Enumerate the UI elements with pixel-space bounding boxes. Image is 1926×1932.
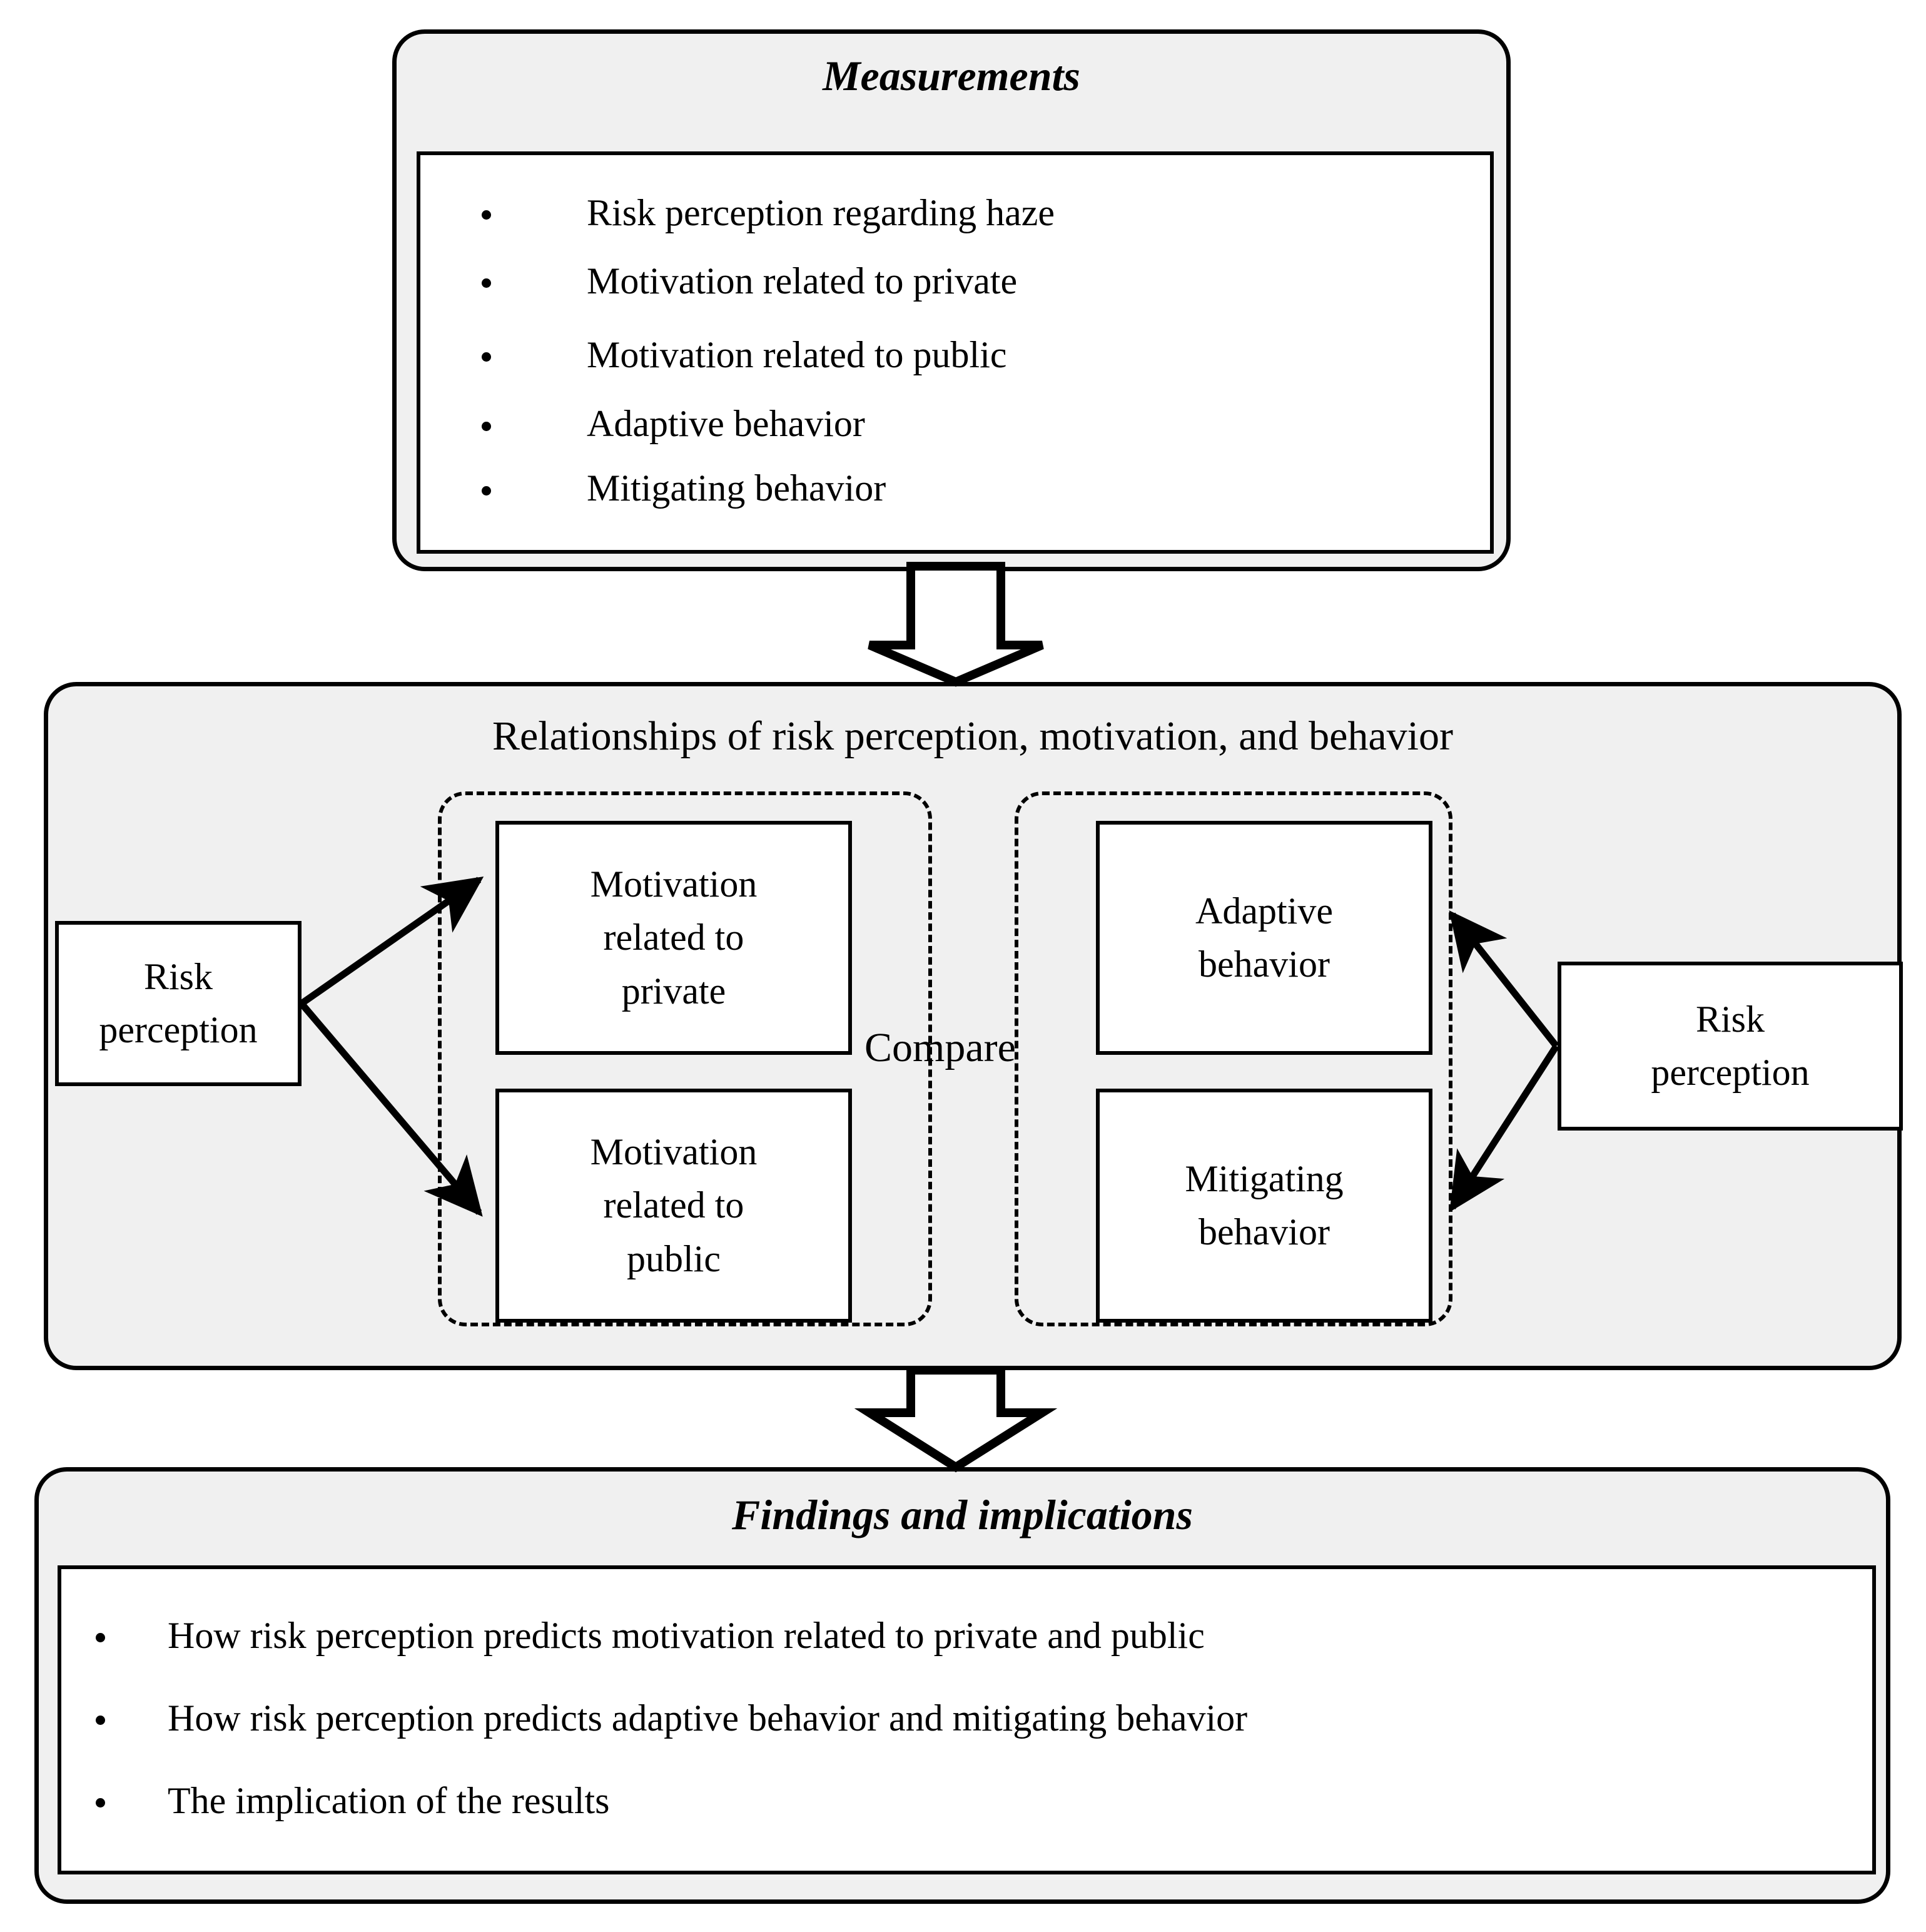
line-2: behavior (1199, 1211, 1330, 1253)
relationships-title: Relationships of risk perception, motiva… (492, 713, 1453, 759)
motivation-public-label: Motivation related to public (590, 1126, 758, 1286)
findings-title: Findings and implications (732, 1491, 1193, 1538)
line-1: Motivation (590, 863, 758, 905)
list-item-label: Motivation related to public (587, 334, 1007, 375)
findings-list: How risk perception predicts motivation … (61, 1569, 1872, 1842)
mitigating-behavior-label: Mitigating behavior (1185, 1152, 1343, 1259)
measurements-panel: Measurements Risk perception regarding h… (392, 29, 1511, 571)
line-1: Adaptive (1195, 890, 1333, 932)
list-item: The implication of the results (61, 1759, 1872, 1842)
list-item: Mitigating behavior (420, 456, 1490, 521)
adaptive-behavior-box: Adaptive behavior (1096, 821, 1432, 1055)
list-item-label: Risk perception regarding haze (587, 192, 1055, 233)
list-item-label: Motivation related to private (587, 260, 1018, 302)
list-item: Adaptive behavior (420, 392, 1490, 456)
compare-label: Compare (864, 1025, 1016, 1070)
bullet-dot (482, 352, 491, 362)
list-item: Motivation related to private (420, 244, 1490, 318)
line-2: related to (603, 1184, 744, 1226)
bullet-dot (482, 278, 491, 288)
risk-perception-left-box: Risk perception (55, 921, 302, 1086)
motivation-public-box: Motivation related to public (495, 1089, 852, 1323)
block-arrow-down-bottom (854, 1366, 1058, 1473)
line-2: behavior (1199, 943, 1330, 985)
risk-perception-right-box: Risk perception (1558, 962, 1903, 1131)
list-item-label: Adaptive behavior (587, 403, 865, 444)
list-item: How risk perception predicts motivation … (61, 1594, 1872, 1677)
list-item-label: How risk perception predicts motivation … (168, 1615, 1205, 1656)
risk-perception-left-label: Risk perception (99, 955, 258, 1050)
line-3: private (621, 970, 726, 1012)
list-item-label: How risk perception predicts adaptive be… (168, 1697, 1248, 1739)
list-item: Risk perception regarding haze (420, 181, 1490, 244)
list-item-label: The implication of the results (168, 1780, 610, 1821)
list-item: How risk perception predicts adaptive be… (61, 1677, 1872, 1759)
findings-panel: Findings and implications How risk perce… (34, 1467, 1890, 1904)
measurements-list: Risk perception regarding haze Motivatio… (420, 155, 1490, 521)
line-3: public (627, 1238, 721, 1279)
motivation-private-box: Motivation related to private (495, 821, 852, 1055)
mitigating-behavior-box: Mitigating behavior (1096, 1089, 1432, 1323)
list-item: Motivation related to public (420, 318, 1490, 392)
risk-perception-right-label: Risk perception (1651, 998, 1810, 1093)
bullet-dot (482, 486, 491, 496)
adaptive-behavior-label: Adaptive behavior (1195, 885, 1333, 991)
line-2: related to (603, 917, 744, 958)
findings-listbox: How risk perception predicts motivation … (58, 1565, 1876, 1874)
line-1: Motivation (590, 1131, 758, 1173)
list-item-label: Mitigating behavior (587, 467, 886, 509)
bullet-dot (482, 422, 491, 431)
bullet-dot (96, 1716, 105, 1725)
motivation-private-label: Motivation related to private (590, 858, 758, 1018)
line-1: Mitigating (1185, 1157, 1344, 1199)
measurements-listbox: Risk perception regarding haze Motivatio… (417, 151, 1494, 554)
bullet-dot (482, 210, 491, 220)
measurements-title: Measurements (823, 52, 1080, 99)
bullet-dot (96, 1633, 105, 1642)
block-arrow-down-top (868, 562, 1044, 687)
bullet-dot (96, 1798, 105, 1807)
